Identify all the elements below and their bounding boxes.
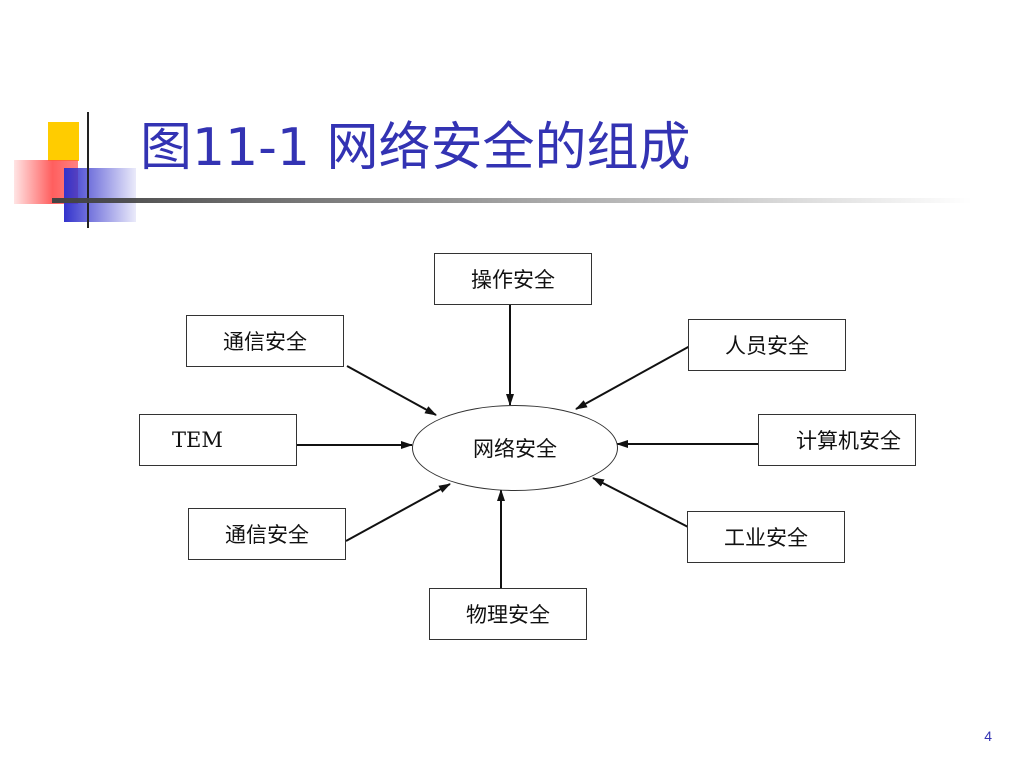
node-personnel-security: 人员安全 (688, 319, 846, 371)
node-communication-security-upper: 通信安全 (186, 315, 344, 367)
yellow-square (48, 122, 79, 161)
slide-title: 图11-1 网络安全的组成 (140, 118, 691, 178)
arrow-from-lower-right (592, 477, 691, 529)
node-physical-security: 物理安全 (429, 588, 587, 640)
blue-gradient-bar (64, 168, 136, 222)
node-network-security-center: 网络安全 (412, 405, 618, 491)
title-underline (52, 198, 972, 203)
node-communication-security-lower: 通信安全 (188, 508, 346, 560)
node-tem: TEM (139, 414, 297, 466)
arrow-from-upper-right (575, 345, 691, 410)
node-operation-security: 操作安全 (434, 253, 592, 305)
arrow-from-upper-left (346, 365, 437, 416)
node-industrial-security: 工业安全 (687, 511, 845, 563)
page-number: 4 (984, 728, 992, 744)
title-decoration (14, 112, 972, 228)
node-computer-security: 计算机安全 (758, 414, 916, 466)
arrow-from-lower-left (345, 483, 451, 542)
